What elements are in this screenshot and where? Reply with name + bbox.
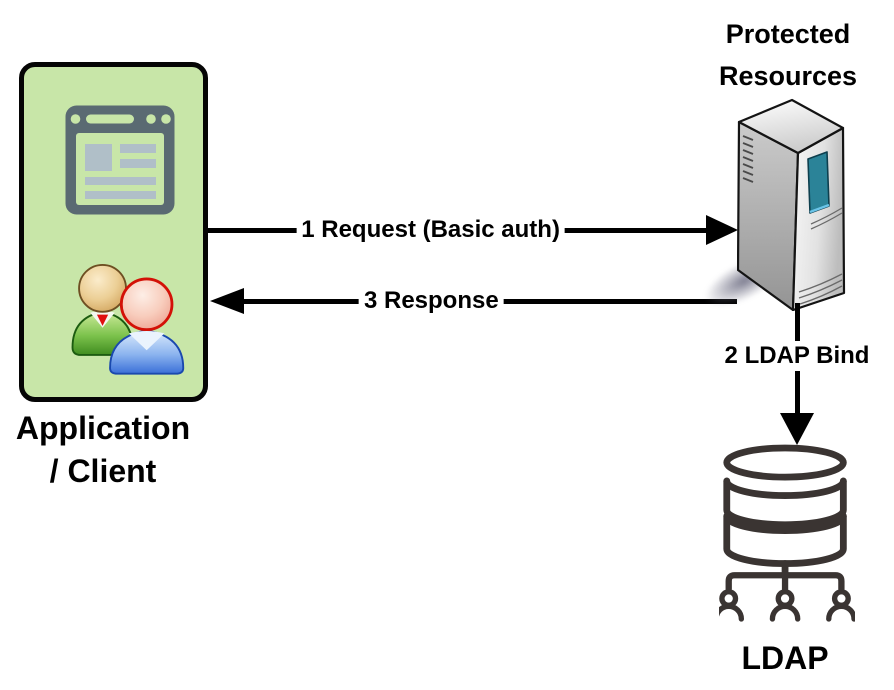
arrowhead-right-icon [706,215,738,245]
ldap-bind-label: 2 LDAP Bind [720,341,874,371]
request-arrow: 1 Request (Basic auth) [208,215,738,245]
client-node [19,62,208,402]
ldap-directory-database-icon [719,444,855,622]
server-vent-lines [742,135,754,183]
ldap-user-figures [719,589,855,622]
server-detail-arcs [798,207,843,305]
client-label-line2: / Client [49,453,157,489]
server-label-line1: Protected [725,19,851,49]
ldap-label: LDAP [741,640,829,676]
arrowhead-down-icon [780,413,814,445]
server-label-line2: Resources [718,61,858,91]
ldap-bind-arrow: 2 LDAP Bind [720,303,874,445]
server-label: Protected Resources [668,13,894,97]
response-label: 3 Response [358,287,504,315]
users-icon [71,263,185,375]
client-label: Application / Client [0,407,206,493]
client-label-line1: Application [15,410,191,446]
server-panel [807,151,830,214]
server-tower-icon [737,98,846,311]
request-label: 1 Request (Basic auth) [296,216,565,244]
arrowhead-left-icon [210,288,244,314]
browser-window-icon [65,105,175,215]
response-arrow: 3 Response [210,286,737,316]
